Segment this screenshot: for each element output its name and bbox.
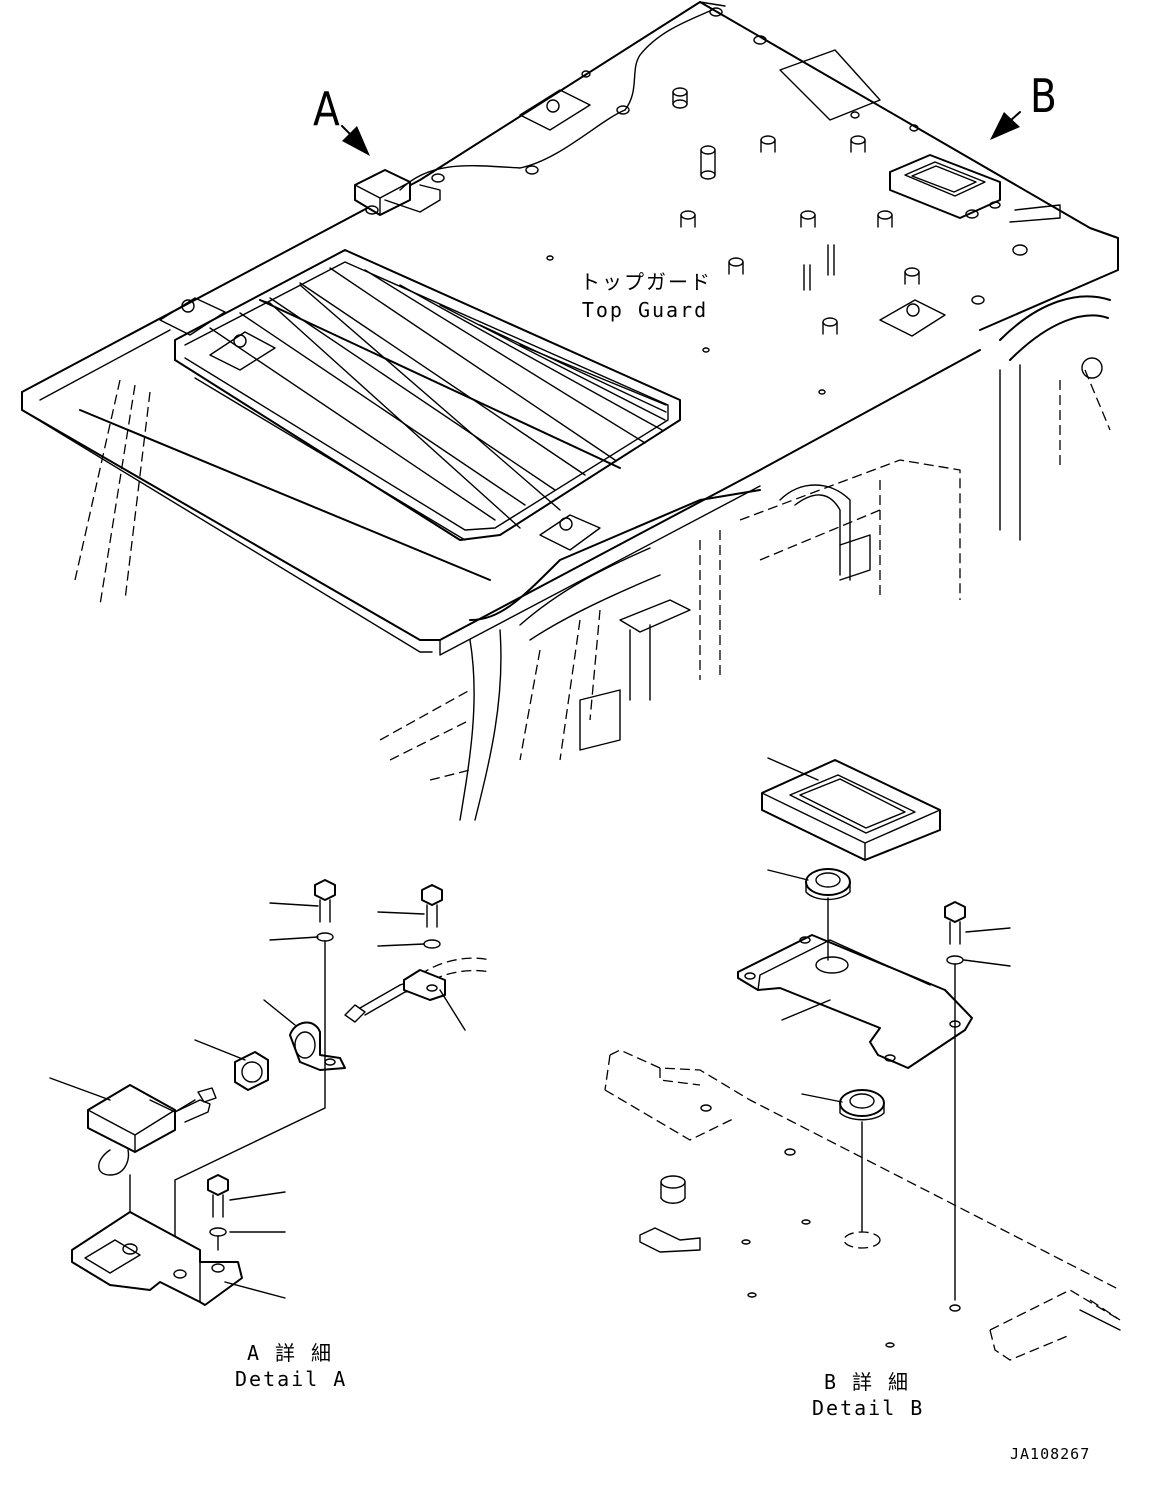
detail-b-holes	[700, 1104, 961, 1348]
top-guard-label-en: Top Guard	[581, 298, 709, 322]
detail-a-title-jp: A 詳 細	[246, 1341, 334, 1365]
top-guard-assembly	[21, 1, 1119, 821]
detail-b-leaders	[767, 757, 1011, 1103]
callout-arrow-b	[990, 111, 1021, 140]
detail-b-drawing	[604, 757, 1121, 1361]
roof-studs	[546, 35, 985, 395]
detail-a-drawing	[49, 879, 491, 1306]
callout-arrow-a	[341, 125, 370, 156]
lifting-eyes	[159, 49, 946, 551]
callout-letter-a: A	[313, 82, 340, 136]
callout-letter-b: B	[1030, 69, 1057, 123]
drawing-number: JA108267	[1010, 1445, 1091, 1463]
antenna-a-on-roof	[354, 7, 723, 216]
detail-b-title-jp: B 詳 細	[823, 1370, 911, 1394]
antenna-b-on-roof	[889, 154, 1028, 256]
detail-a-leaders	[49, 902, 466, 1299]
top-guard-label-jp: トップガード	[580, 270, 712, 294]
detail-a-title-en: Detail A	[235, 1367, 348, 1391]
detail-b-title-en: Detail B	[812, 1396, 925, 1420]
